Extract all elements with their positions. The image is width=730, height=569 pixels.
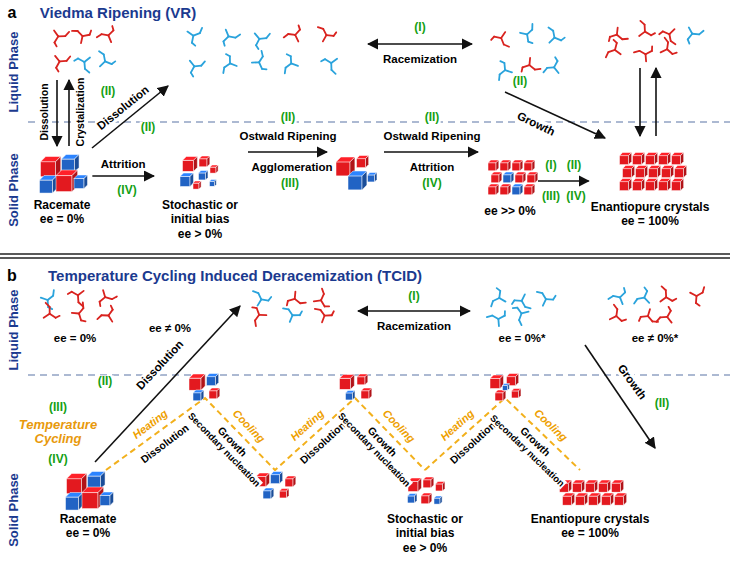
label-text: Temperature Cycling [17,418,99,447]
crystal-cluster [620,153,687,191]
label-text: (IV) [116,184,137,197]
process-arrow [505,92,605,138]
molecule-icon [54,21,116,74]
node-caption: Stochastic or initial bias [156,198,244,227]
label-text: Racemization [382,53,458,66]
molecule-icon [187,21,337,77]
label-text: ee ≠ 0% [148,322,192,335]
crystal-cluster [488,160,538,195]
label-text: Racemization [376,320,452,333]
crystal-cluster [408,477,445,504]
process-arrow [585,345,655,448]
molecule-icon [485,285,557,326]
label-text: Viedma Ripening (VR) [39,5,197,22]
crystal-illustration [40,20,711,510]
node-caption: ee = 0% [34,212,91,226]
node-caption: ee = 0% [60,526,117,540]
label-text: (I) [407,290,420,303]
label-text: ee = 0%* [498,332,547,345]
process-arrow [368,43,472,45]
crystal-cluster [336,156,377,190]
label-text: Dissolution [133,337,186,393]
node-caption: ee > 0% [381,541,469,555]
phase-divider [28,121,730,122]
label-text: (III) [541,190,561,203]
label-text: Crystalization [75,77,87,148]
label-text: (II) [97,375,114,388]
process-arrow [538,180,589,182]
crystal-node: Racemateee = 0% [58,470,119,541]
node-caption: ee >> 0% [484,204,536,218]
process-arrow [655,68,657,136]
label-text: Liquid Phase [7,289,21,372]
process-arrow [68,80,70,146]
node-caption: ee = 100% [591,214,710,228]
label-text: Solid Phase [7,152,21,228]
label-text: (II) [654,397,671,410]
label-text: Liquid Phase [7,31,21,114]
node-caption: Enantiopure crystals [531,512,650,526]
label-text: (IV) [421,177,442,190]
label-text: (I) [413,21,426,34]
node-caption: Racemate [34,198,91,212]
molecule-icon [601,20,703,61]
crystal-cluster [256,472,296,499]
panel-separator [0,257,730,259]
crystal-cluster [40,155,88,194]
node-caption: Enantiopure crystals [591,200,710,214]
label-text: Attrition [409,161,456,174]
label-text: a [7,4,18,22]
process-arrow [92,175,154,177]
label-text: Agglomeration [250,161,333,174]
process-arrow [358,310,470,312]
node-caption: ee = 100% [531,526,650,540]
label-text: (II) [280,111,297,124]
label-text: Dissolution [39,82,51,141]
crystal-cluster [490,374,521,401]
crystal-node: Enantiopure crystalsee = 100% [589,140,712,229]
crystal-cluster [189,374,220,401]
label-text: (II) [140,121,157,134]
label-text: Ostwald Ripening [382,130,481,143]
label-text: (II) [100,85,117,98]
label-text: (II) [424,111,441,124]
label-text: (II) [566,159,583,172]
label-text: Solid Phase [7,472,21,548]
label-text: ee = 0% [53,332,98,345]
node-caption: Stochastic or initial bias [381,512,469,541]
label-text: ee ≠ 0%* [631,332,680,345]
crystal-node: ee >> 0% [482,148,538,218]
process-arrow [639,68,641,136]
process-arrow [384,151,478,153]
crystal-node: Racemateee = 0% [32,150,93,227]
crystal-cluster [560,480,627,505]
crystal-cluster [66,472,114,511]
crystal-cluster [180,156,218,189]
edge-label: Attrition [100,158,147,171]
panel-separator [0,253,730,255]
node-caption: Racemate [60,512,117,526]
label-text: Ostwald Ripening [238,130,337,143]
crystal-node: Enantiopure crystalsee = 100% [529,470,652,541]
label-text: Temperature Cycling Induced Deracemizati… [47,268,423,285]
molecule-icon [608,285,711,331]
node-caption: ee > 0% [156,227,244,241]
crystal-cluster [340,374,372,400]
label-text: (I) [544,159,557,172]
label-text: (IV) [47,453,68,466]
label-text: (III) [48,401,68,414]
label-text: (II) [512,75,529,88]
label-text: (III) [280,177,300,190]
process-arrow [56,80,58,146]
crystal-node: Stochastic or initial biasee > 0% [154,150,246,241]
molecule-icon [41,288,118,322]
label-text: (IV) [565,190,586,203]
process-arrow [248,151,327,153]
molecule-icon [490,23,565,82]
label-text: b [6,267,18,285]
crystal-node: Stochastic or initial biasee > 0% [379,470,471,555]
molecule-icon [245,285,335,327]
